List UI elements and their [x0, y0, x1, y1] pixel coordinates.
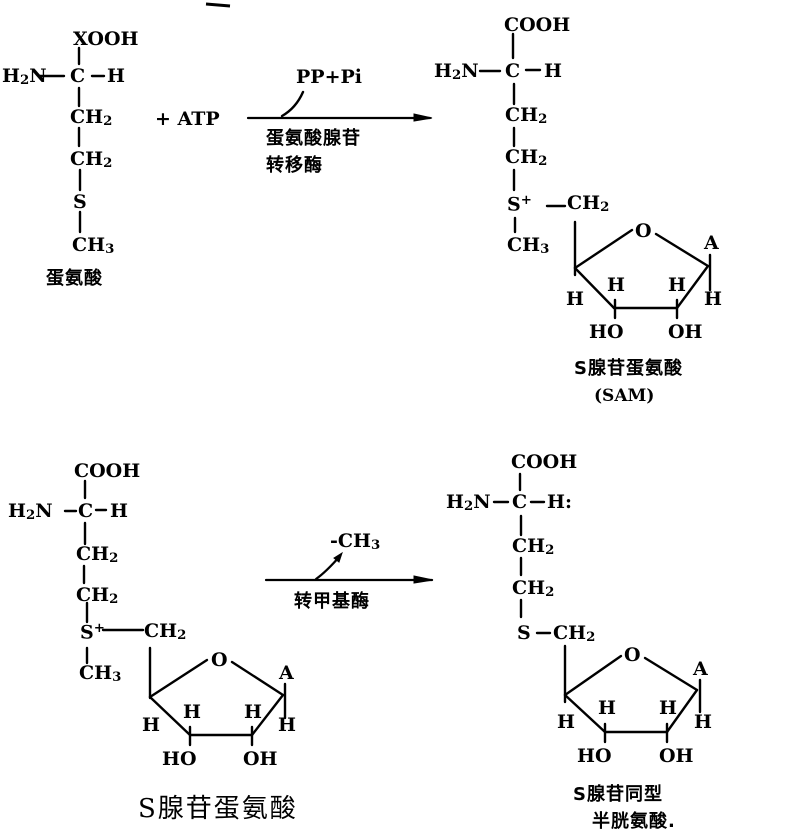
sulfonium-atom: S+: [80, 621, 105, 644]
methylene-2: CH2: [76, 584, 119, 607]
compound-name-sah-line2: 半胱氨酸.: [592, 811, 676, 832]
ring-hydrogen: H: [244, 701, 262, 723]
enzyme-label-line2: 转移酶: [266, 155, 323, 176]
byproduct-branch: [280, 90, 305, 118]
plus-atp-label: + ATP: [155, 108, 220, 130]
alpha-hydrogen: H: [107, 65, 125, 87]
hydroxyl-group: HO: [589, 321, 624, 343]
carboxyl-group: COOH: [511, 451, 578, 473]
adenine-label: A: [693, 658, 708, 680]
hydroxyl-group: OH: [243, 748, 278, 770]
hydroxyl-group: OH: [659, 745, 694, 767]
methyl-group: CH3: [72, 234, 115, 257]
arrow-byproduct-label: PP+Pi: [296, 66, 362, 88]
bond: [573, 266, 616, 310]
carboxyl-group: COOH: [74, 460, 141, 482]
methylene-2: CH2: [70, 148, 113, 171]
bond: [675, 264, 710, 310]
alpha-hydrogen: H: [544, 60, 562, 82]
enzyme-label-methyltransferase: 转甲基酶: [294, 591, 370, 612]
hydroxyl-group: OH: [668, 321, 703, 343]
ring-hydrogen: H: [278, 714, 296, 736]
methylene-1: CH2: [505, 104, 548, 127]
alpha-carbon: C: [505, 60, 521, 82]
methylene-2: CH2: [512, 577, 555, 600]
hydroxyl-group: HO: [577, 745, 612, 767]
ring-hydrogen: H: [704, 288, 722, 310]
alpha-carbon: C: [70, 65, 86, 87]
arrow-head: [413, 113, 433, 122]
methylene-1: CH2: [76, 543, 119, 566]
carboxyl-group: COOH: [504, 14, 571, 36]
adenine-label: A: [279, 662, 294, 684]
alpha-carbon: C: [512, 491, 528, 513]
methylene-1: CH2: [512, 535, 555, 558]
ring-hydrogen: H: [607, 274, 625, 296]
bond: [250, 693, 285, 737]
alpha-hydrogen: H: [110, 500, 128, 522]
ring-hydrogen: H: [659, 697, 677, 719]
methylene-2: CH2: [505, 146, 548, 169]
sulfur-atom: S: [73, 191, 87, 213]
ring-hydrogen: H: [598, 697, 616, 719]
ring-hydrogen: H: [557, 711, 575, 733]
carboxyl-group: XOOH: [73, 28, 139, 50]
bond: [573, 228, 634, 270]
methyl-group: CH3: [79, 662, 122, 685]
ring-oxygen: O: [211, 649, 228, 671]
adenine-label: A: [704, 232, 719, 254]
ring-oxygen: O: [635, 220, 652, 242]
sulfonium-atom: S+: [507, 193, 532, 216]
methyl-group: CH3: [507, 234, 550, 257]
compound-name-sam: S腺苷蛋氨酸: [574, 358, 683, 379]
ring-hydrogen: H: [694, 711, 712, 733]
hydroxyl-group: HO: [162, 748, 197, 770]
ribose-methylene: CH2: [553, 622, 596, 645]
amino-group: H2N: [446, 491, 491, 514]
arrow-head: [413, 575, 434, 584]
enzyme-label-line1: 蛋氨酸腺苷: [266, 128, 361, 149]
amino-group: H2N: [2, 65, 47, 88]
methyl-transfer-label: -CH3: [330, 530, 381, 553]
bond: [230, 660, 285, 697]
bond: [563, 654, 623, 697]
methylene-1: CH2: [70, 106, 113, 129]
compound-name-sah-line1: S腺苷同型: [573, 784, 663, 805]
ribose-methylene: CH2: [144, 620, 187, 643]
compound-name-sam-2: S腺苷蛋氨酸: [138, 794, 298, 824]
amino-group: H2N: [434, 60, 479, 83]
ring-hydrogen: H: [183, 701, 201, 723]
compound-abbreviation: (SAM): [594, 386, 655, 406]
bond: [563, 693, 607, 734]
sulfur-atom: S: [517, 622, 531, 644]
bond: [643, 656, 699, 692]
bond: [665, 688, 699, 734]
compound-name-methionine: 蛋氨酸: [46, 268, 103, 289]
alpha-carbon: C: [78, 500, 94, 522]
ribose-methylene: CH2: [567, 192, 610, 215]
ring-hydrogen: H: [142, 714, 160, 736]
amino-group: H2N: [8, 500, 53, 523]
alpha-hydrogen: H:: [547, 491, 572, 513]
bond: [654, 232, 710, 268]
ring-oxygen: O: [624, 644, 641, 666]
ring-hydrogen: H: [566, 288, 584, 310]
arrow-head: [333, 551, 343, 563]
ring-hydrogen: H: [668, 274, 686, 296]
bond: [148, 658, 209, 699]
scan-mark: [205, 2, 231, 8]
bond: [148, 695, 192, 737]
